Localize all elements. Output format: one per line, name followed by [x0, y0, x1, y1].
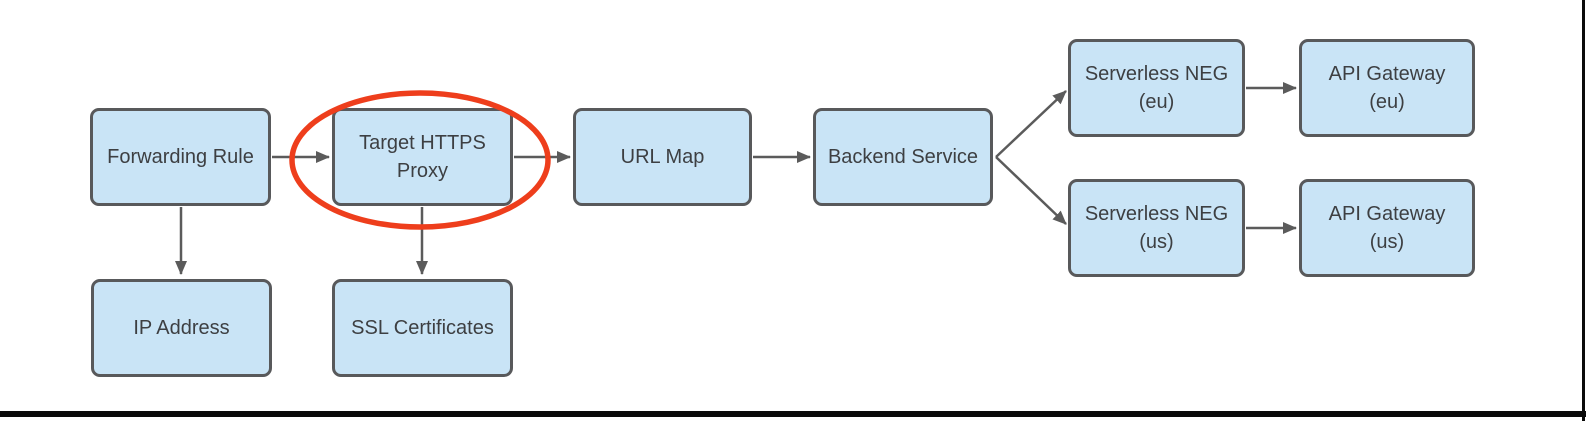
- node-label: Serverless NEG (us): [1084, 203, 1229, 253]
- node-label: Target HTTPS Proxy: [359, 132, 486, 182]
- node-backend-service: Backend Service: [813, 108, 993, 206]
- page-border-bottom: [0, 411, 1586, 417]
- node-label: Serverless NEG (eu): [1084, 63, 1229, 113]
- node-serverless-neg-eu: Serverless NEG (eu): [1068, 39, 1245, 137]
- node-label: Forwarding Rule: [107, 146, 254, 168]
- node-api-gateway-eu: API Gateway (eu): [1299, 39, 1475, 137]
- node-forwarding-rule: Forwarding Rule: [90, 108, 271, 206]
- node-ip-address: IP Address: [91, 279, 272, 377]
- node-serverless-neg-us: Serverless NEG (us): [1068, 179, 1245, 277]
- node-target-https-proxy: Target HTTPS Proxy: [332, 108, 513, 206]
- node-label: Backend Service: [827, 146, 979, 168]
- node-label: API Gateway (us): [1328, 203, 1446, 253]
- node-label: SSL Certificates: [351, 317, 494, 339]
- node-ssl-certificates: SSL Certificates: [332, 279, 513, 377]
- edge-backend-service-to-serverless-neg-us: [995, 156, 1067, 225]
- page-border-right: [1582, 0, 1585, 421]
- node-label: URL Map: [620, 146, 705, 168]
- node-url-map: URL Map: [573, 108, 752, 206]
- node-label: IP Address: [133, 317, 230, 339]
- node-api-gateway-us: API Gateway (us): [1299, 179, 1475, 277]
- node-label: API Gateway (eu): [1328, 63, 1446, 113]
- edge-backend-service-to-serverless-neg-eu: [995, 90, 1067, 158]
